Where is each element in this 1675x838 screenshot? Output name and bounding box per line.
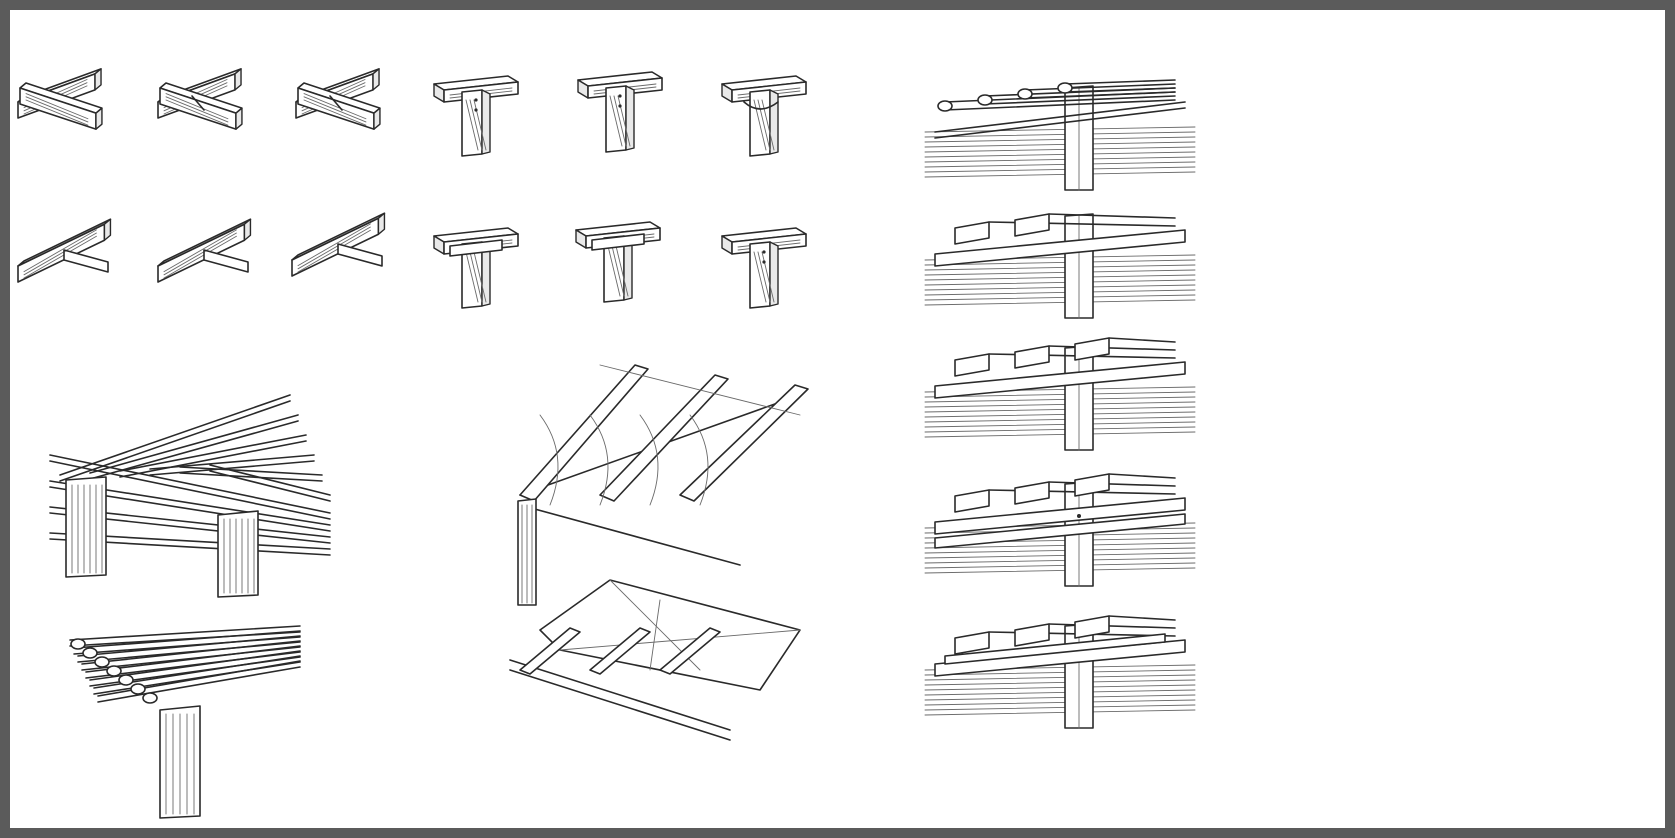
eave-round-poles xyxy=(915,72,1205,192)
cross-lap-joint-3 xyxy=(290,66,390,146)
eave-double-beams xyxy=(915,468,1205,588)
eave-layered-beams xyxy=(915,610,1205,730)
eave-square-beams xyxy=(915,200,1205,320)
eave-stepped-beams xyxy=(915,332,1205,452)
t-joint-lapped xyxy=(426,218,526,318)
pergola-lashed-poles xyxy=(40,385,350,625)
t-joint-notched xyxy=(714,218,814,318)
t-joint-braced xyxy=(714,66,814,166)
cross-lap-joint-5 xyxy=(152,218,262,298)
pergola-canvas-frame xyxy=(500,355,820,606)
t-joint-bolted xyxy=(426,66,526,166)
t-joint-pinned xyxy=(570,62,670,162)
cross-lap-joint-6 xyxy=(286,212,396,292)
t-joint-cross-post xyxy=(568,212,668,312)
cross-lap-joint-1 xyxy=(12,66,112,146)
cross-lap-joint-2 xyxy=(152,66,252,146)
pergola-canvas-cover xyxy=(500,570,820,770)
pergola-pole-eave xyxy=(60,620,320,825)
cross-lap-joint-4 xyxy=(12,218,122,298)
